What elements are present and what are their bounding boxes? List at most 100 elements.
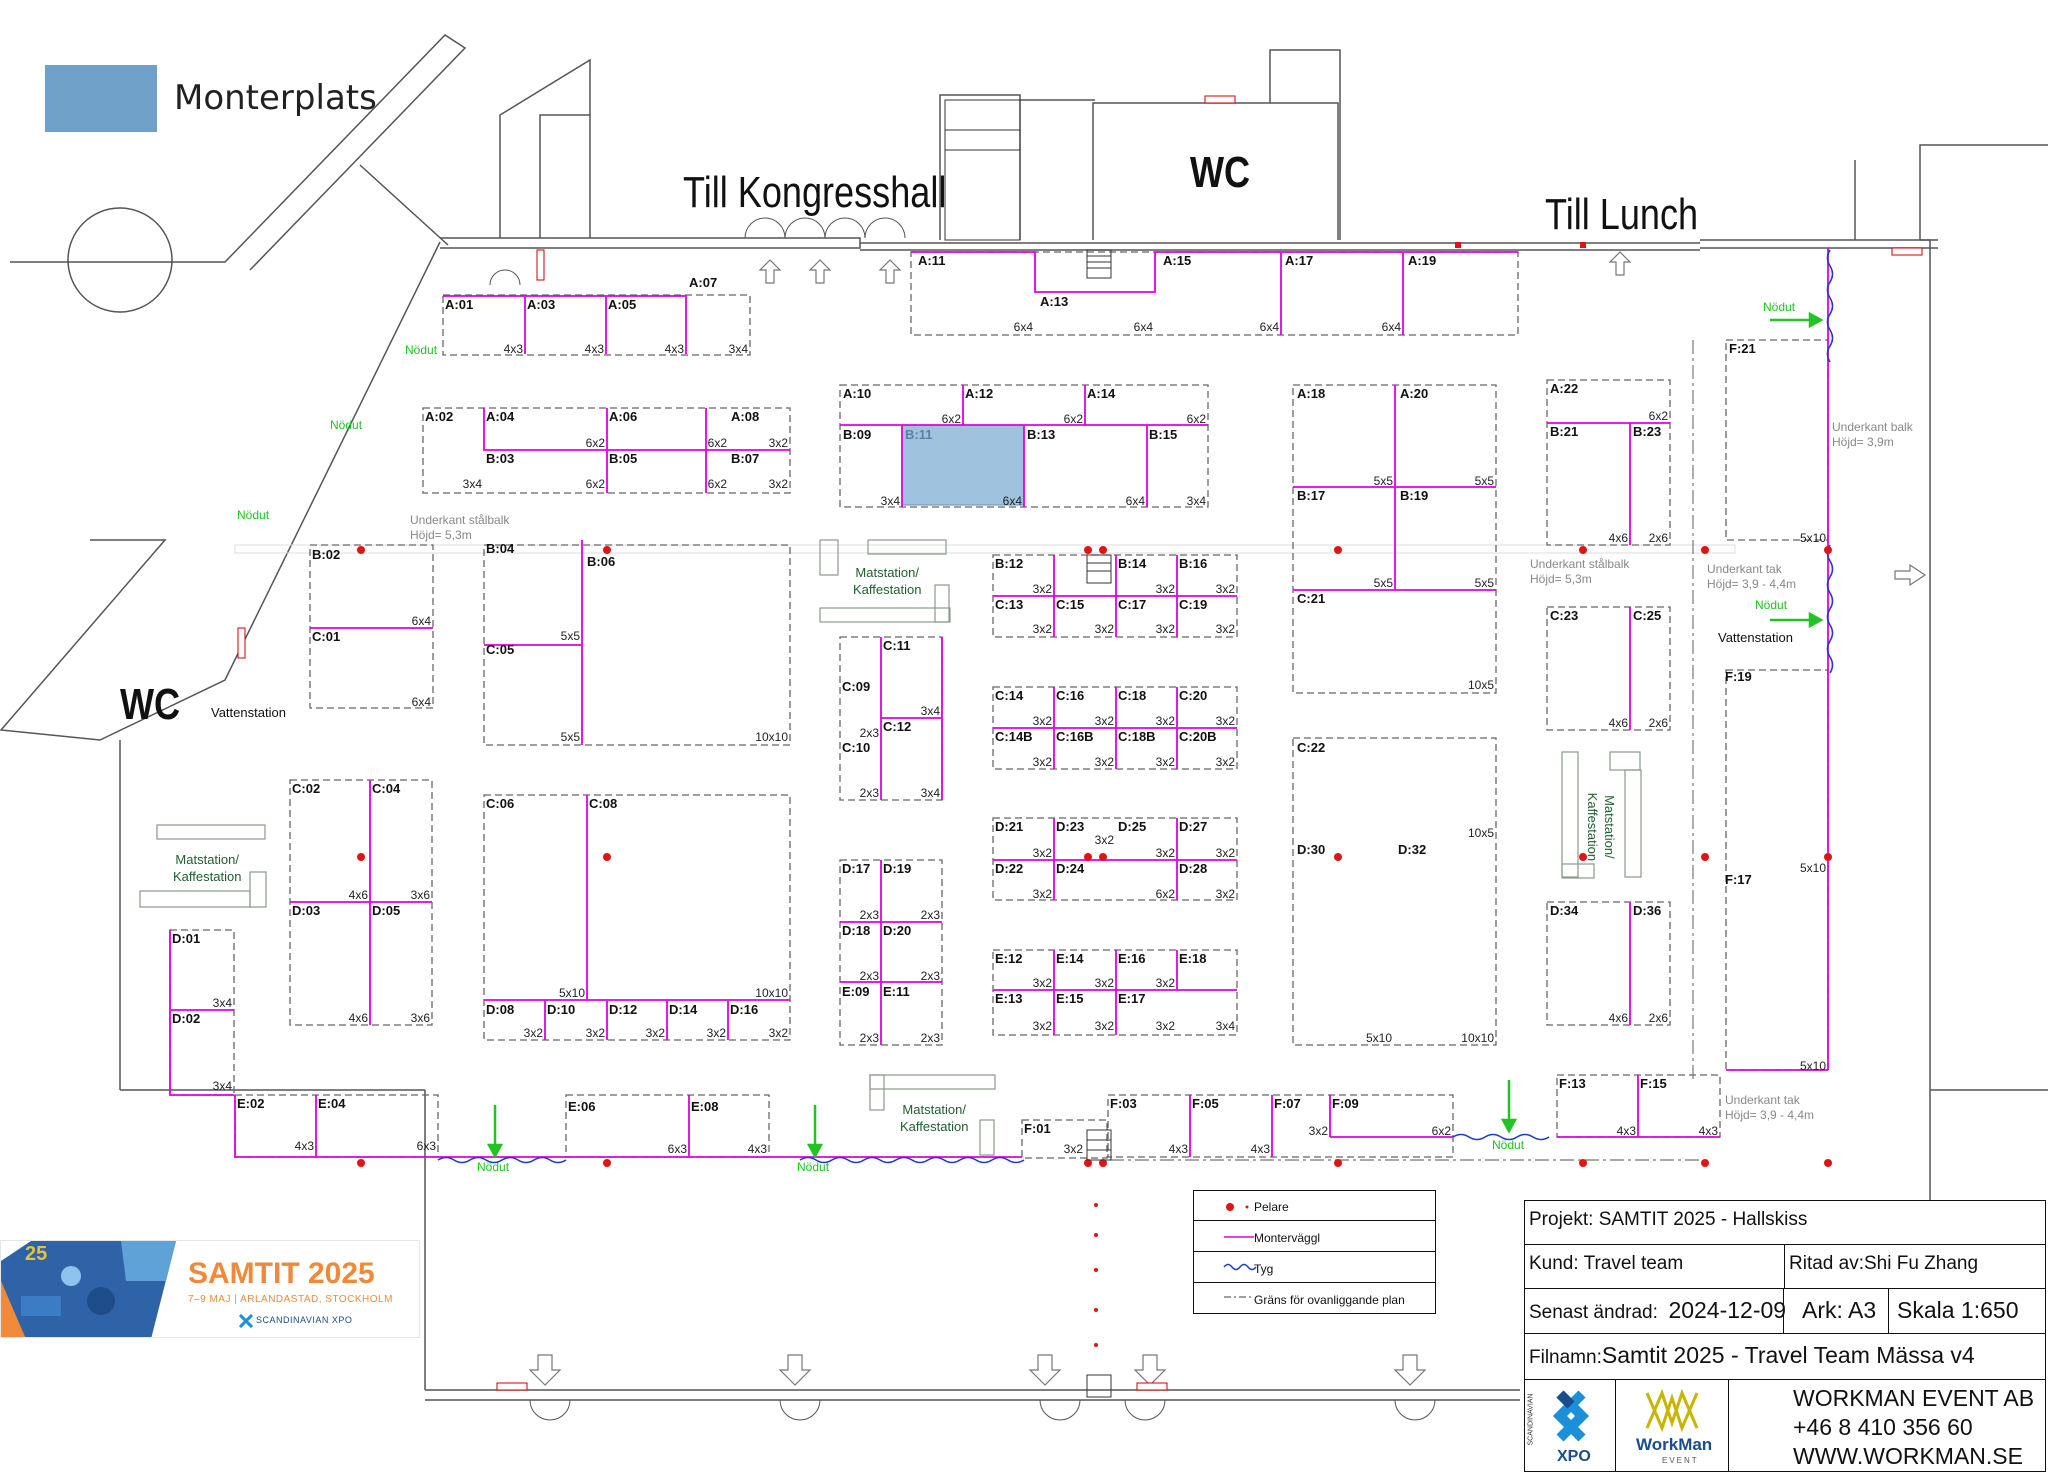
booth-label[interactable]: C:21 — [1297, 591, 1326, 606]
booked-booth-b11[interactable] — [901, 424, 1025, 506]
booth-label[interactable]: A:11 — [918, 253, 946, 268]
booth-label[interactable]: A:13 — [1040, 294, 1069, 309]
booth-label[interactable]: D:22 — [995, 861, 1024, 876]
booth-label[interactable]: F:17 — [1725, 872, 1752, 887]
booth-label[interactable]: D:01 — [172, 931, 201, 946]
booth-label[interactable]: A:02 — [425, 409, 454, 424]
booth-label[interactable]: D:32 — [1398, 842, 1427, 857]
booth-label[interactable]: A:22 — [1550, 381, 1579, 396]
booth-label[interactable]: A:03 — [527, 297, 556, 312]
booth-label[interactable]: C:18B — [1118, 729, 1156, 744]
booth-label[interactable]: C:17 — [1118, 597, 1147, 612]
booth-label[interactable]: D:17 — [842, 861, 871, 876]
booth-label[interactable]: A:12 — [965, 386, 994, 401]
booth-label[interactable]: C:02 — [292, 781, 321, 796]
booth-label[interactable]: C:06 — [486, 796, 515, 811]
booth-label[interactable]: D:24 — [1056, 861, 1085, 876]
booth-label[interactable]: B:15 — [1149, 427, 1178, 442]
booth-label[interactable]: D:10 — [547, 1002, 576, 1017]
booth-label[interactable]: E:08 — [691, 1099, 719, 1114]
booth-label[interactable]: C:13 — [995, 597, 1024, 612]
booth-label[interactable]: D:21 — [995, 819, 1024, 834]
booth-label[interactable]: C:14 — [995, 688, 1024, 703]
booth-label[interactable]: A:17 — [1285, 253, 1314, 268]
booth-label[interactable]: D:23 — [1056, 819, 1085, 834]
booth-label[interactable]: F:01 — [1024, 1121, 1051, 1136]
company-web[interactable]: WWW.WORKMAN.SE — [1793, 1443, 2023, 1469]
booth-label[interactable]: B:13 — [1027, 427, 1056, 442]
booth-label[interactable]: B:05 — [609, 451, 638, 466]
booth-label[interactable]: D:16 — [730, 1002, 759, 1017]
booth-label[interactable]: A:14 — [1087, 386, 1116, 401]
booth-label[interactable]: E:14 — [1056, 951, 1084, 966]
booth-label[interactable]: D:34 — [1550, 903, 1579, 918]
booth-label[interactable]: F:21 — [1729, 341, 1756, 356]
booth-label[interactable]: C:05 — [486, 642, 515, 657]
booth-label[interactable]: A:10 — [843, 386, 872, 401]
booth-label[interactable]: A:08 — [731, 409, 760, 424]
booth-label-booked[interactable]: B:11 — [905, 427, 933, 442]
booth-label[interactable]: E:13 — [995, 991, 1023, 1006]
booth-label[interactable]: C:12 — [883, 719, 912, 734]
booth-label[interactable]: C:19 — [1179, 597, 1208, 612]
booth-label[interactable]: E:18 — [1179, 951, 1207, 966]
booth-label[interactable]: F:03 — [1110, 1096, 1137, 1111]
booth-label[interactable]: D:12 — [609, 1002, 638, 1017]
booth-label[interactable]: C:01 — [312, 629, 341, 644]
booth-label[interactable]: B:06 — [587, 554, 616, 569]
booth-label[interactable]: C:10 — [842, 740, 871, 755]
booth-label[interactable]: A:19 — [1408, 253, 1437, 268]
booth-label[interactable]: D:08 — [486, 1002, 515, 1017]
booth-label[interactable]: F:05 — [1192, 1096, 1219, 1111]
booth-label[interactable]: C:16 — [1056, 688, 1085, 703]
booth-label[interactable]: D:28 — [1179, 861, 1208, 876]
booth-label[interactable]: D:20 — [883, 923, 912, 938]
booth-label[interactable]: C:18 — [1118, 688, 1147, 703]
booth-label[interactable]: F:15 — [1640, 1076, 1667, 1091]
booth-label[interactable]: A:20 — [1400, 386, 1429, 401]
booth-label[interactable]: B:17 — [1297, 488, 1326, 503]
booth-label[interactable]: C:11 — [883, 638, 911, 653]
booth-label[interactable]: F:19 — [1725, 669, 1752, 684]
booth-label[interactable]: E:04 — [318, 1096, 346, 1111]
booth-label[interactable]: C:14B — [995, 729, 1033, 744]
booth-label[interactable]: C:08 — [589, 796, 618, 811]
booth-label[interactable]: D:27 — [1179, 819, 1208, 834]
booth-label[interactable]: B:14 — [1118, 556, 1147, 571]
booth-label[interactable]: D:02 — [172, 1011, 201, 1026]
booth-label[interactable]: E:02 — [237, 1096, 265, 1111]
booth-label[interactable]: A:01 — [445, 297, 474, 312]
booth-label[interactable]: B:23 — [1633, 424, 1662, 439]
booth-label[interactable]: A:07 — [689, 275, 718, 290]
booth-label[interactable]: A:04 — [486, 409, 515, 424]
booth-label[interactable]: B:21 — [1550, 424, 1579, 439]
booth-label[interactable]: E:09 — [842, 984, 870, 999]
booth-label[interactable]: B:03 — [486, 451, 515, 466]
booth-label[interactable]: D:30 — [1297, 842, 1326, 857]
booth-label[interactable]: B:09 — [843, 427, 872, 442]
booth-label[interactable]: D:03 — [292, 903, 321, 918]
booth-label[interactable]: D:18 — [842, 923, 871, 938]
booth-label[interactable]: F:13 — [1559, 1076, 1586, 1091]
booth-label[interactable]: F:07 — [1274, 1096, 1301, 1111]
booth-label[interactable]: C:22 — [1297, 740, 1326, 755]
booth-label[interactable]: E:16 — [1118, 951, 1146, 966]
booth-label[interactable]: E:11 — [883, 984, 910, 999]
booth-label[interactable]: C:25 — [1633, 608, 1662, 623]
booth-label[interactable]: A:15 — [1163, 253, 1192, 268]
booth-label[interactable]: D:36 — [1633, 903, 1662, 918]
booth-label[interactable]: E:12 — [995, 951, 1023, 966]
booth-label[interactable]: C:20B — [1179, 729, 1217, 744]
booth-label[interactable]: A:18 — [1297, 386, 1326, 401]
booth-label[interactable]: D:25 — [1118, 819, 1147, 834]
booth-label[interactable]: C:04 — [372, 781, 401, 796]
booth-label[interactable]: B:02 — [312, 547, 341, 562]
booth-label[interactable]: A:05 — [608, 297, 637, 312]
booth-label[interactable]: E:15 — [1056, 991, 1084, 1006]
booth-label[interactable]: C:15 — [1056, 597, 1085, 612]
booth-label[interactable]: C:20 — [1179, 688, 1208, 703]
booth-label[interactable]: E:06 — [568, 1099, 596, 1114]
booth-label[interactable]: C:23 — [1550, 608, 1579, 623]
booth-label[interactable]: C:09 — [842, 679, 871, 694]
booth-label[interactable]: F:09 — [1332, 1096, 1359, 1111]
